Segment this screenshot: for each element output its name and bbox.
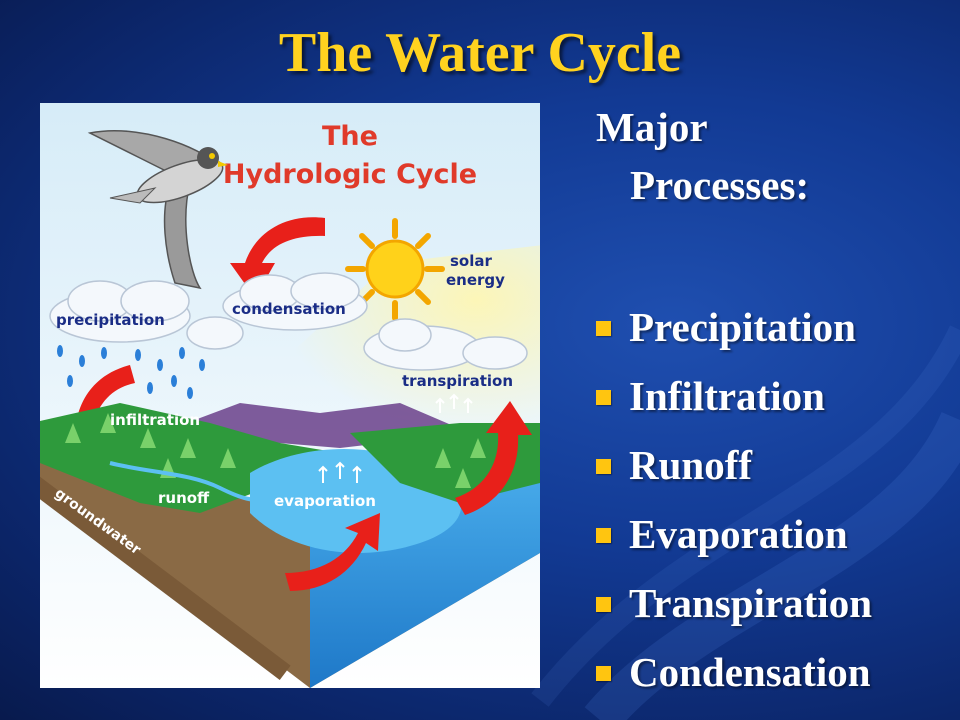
transpiration-label: transpiration	[402, 372, 513, 390]
heading-line-2: Processes:	[630, 162, 810, 208]
bullet-icon	[596, 666, 611, 681]
solar-label: solar	[450, 252, 492, 270]
bullet-icon	[596, 321, 611, 336]
bullet-icon	[596, 528, 611, 543]
process-label: Precipitation	[629, 303, 856, 350]
process-item-runoff: Runoff	[596, 430, 872, 499]
falcon-icon	[87, 129, 228, 290]
process-label: Infiltration	[629, 372, 825, 419]
hydrologic-cycle-diagram: The Hydrologic Cycle	[40, 103, 540, 688]
process-label: Evaporation	[629, 510, 848, 557]
energy-label: energy	[446, 271, 505, 289]
condensation-label: condensation	[232, 300, 346, 318]
runoff-stream	[109, 461, 271, 502]
cloud-icon	[49, 280, 244, 350]
precipitation-label: precipitation	[56, 311, 165, 329]
transpiration-arrow-icon	[455, 401, 532, 515]
diagram-title-line2: Hydrologic Cycle	[223, 159, 477, 190]
process-item-evaporation: Evaporation	[596, 499, 872, 568]
diagram-title-line1: The	[322, 121, 378, 152]
process-item-precipitation: Precipitation	[596, 292, 872, 361]
process-label: Runoff	[629, 441, 753, 488]
groundwater-strip	[40, 466, 291, 680]
evaporation-arrow-icon	[285, 513, 380, 591]
process-item-transpiration: Transpiration	[596, 568, 872, 637]
cloud-icon	[363, 318, 528, 371]
process-item-condensation: Condensation	[596, 637, 872, 706]
process-list: Precipitation Infiltration Runoff Evapor…	[596, 292, 872, 706]
process-label: Condensation	[629, 648, 871, 695]
process-label: Transpiration	[629, 579, 872, 626]
infiltration-label: infiltration	[110, 411, 200, 429]
raindrop-icon	[57, 345, 205, 399]
evaporation-wisps-icon	[318, 393, 473, 483]
cloud-icon	[222, 272, 368, 331]
runoff-label: runoff	[158, 489, 210, 507]
bullet-icon	[596, 597, 611, 612]
evaporation-label: evaporation	[274, 492, 376, 510]
major-processes-heading: Major Processes:	[596, 98, 946, 214]
heading-line-1: Major	[596, 104, 708, 150]
bullet-icon	[596, 459, 611, 474]
process-item-infiltration: Infiltration	[596, 361, 872, 430]
sun-icon	[345, 218, 445, 321]
bullet-icon	[596, 390, 611, 405]
slide-title: The Water Cycle	[278, 22, 682, 84]
